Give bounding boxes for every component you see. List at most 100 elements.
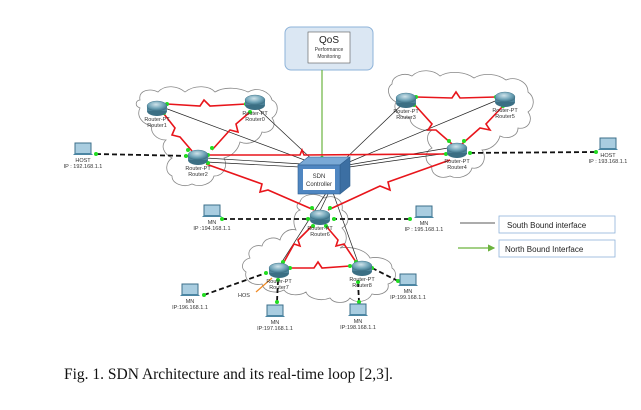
laptop-icon-base [414,216,434,218]
host-role-label: MN [354,319,363,325]
laptop-icon [599,137,617,150]
router-type-label: Router-PT [349,277,375,283]
router-icon-top [309,209,331,221]
router-type-label: Router-PT [444,159,470,165]
qos-title: QoS [319,35,339,46]
controller-label-panel [303,169,335,190]
link-r1-r2 [163,113,193,152]
qos-line2: Monitoring [317,54,341,60]
host-role-label: MN [208,220,217,226]
link-r2-r4 [208,147,447,156]
host-ip-label: IP:199.168.1.1 [390,295,426,301]
host-ip-label: IP:197.168.1.1 [257,326,293,332]
host-role-label: HOST [600,153,616,159]
legend-north-label: North Bound Interface [505,245,584,254]
link-r2-r6 [205,163,315,211]
sb-link-r4a [341,147,449,167]
host-ip-label: IP : 195.168.1.1 [405,227,444,233]
router-name-label: Router0 [245,117,265,123]
link-r7-r8 [290,260,351,269]
laptop-icon [181,283,199,296]
controller-line2: Controller [306,182,332,188]
sdn-architecture-diagram: QoS Performance Monitoring [64,26,628,332]
router-icon-top [187,149,209,161]
laptop-icon [415,205,433,218]
router-icon-top [494,91,516,103]
sb-link-r4b [341,152,449,169]
link-mn-197 [276,279,279,303]
router-name-label: Router7 [269,285,289,291]
router-icon-top [446,142,468,154]
link-r3-r5 [415,90,497,99]
link-r5-r4 [461,105,504,145]
controller-line1: SDN [313,174,326,180]
hos-link [255,277,273,293]
sb-link-r7 [277,189,329,269]
link-r3-r4 [413,103,453,145]
laptop-icon-base [348,314,368,316]
router-name-label: Router4 [447,165,467,171]
legend: South Bound interface North Bound Interf… [458,215,616,258]
laptop-icon-base [202,215,222,217]
serial-links [163,90,504,269]
cloud-left [135,86,278,186]
host-role-label: MN [404,289,413,295]
host-ip-label: IP:198.168.1.1 [340,325,376,331]
router-name-label: Router3 [396,115,416,121]
laptop-icon [74,142,92,155]
router-type-label: Router-PT [393,109,419,115]
router-icon-top [244,94,266,106]
legend-north-box [498,239,616,258]
link-r6-r8 [325,225,357,263]
router-type-label: Router-PT [492,108,518,114]
qos-inner-box [307,31,351,64]
laptop-icon [399,273,417,286]
sdn-controller: SDN Controller [297,156,351,195]
router-type-label: Router-PT [242,111,268,117]
laptop-icon-base [398,284,418,286]
laptop-icon [266,304,284,317]
host-role-label: MN [420,221,429,227]
router-icon-top [268,262,290,274]
router-icon-top [395,92,417,104]
laptop-icon-base [265,315,285,317]
router-icon-top [351,260,373,272]
sb-link-r3 [341,96,411,163]
router-icon-top [146,100,168,112]
laptop-icon [349,303,367,316]
link-mn-198 [357,281,360,303]
link-host-right [461,151,597,154]
routers: Router-PTRouter1Router-PTRouter0Router-P… [144,91,518,291]
host-role-label: HOST [75,158,91,164]
router-name-label: Router2 [188,172,208,178]
figure-caption: Fig. 1. SDN Architecture and its real-ti… [64,366,393,383]
laptop-icon [203,204,221,217]
host-ip-label: IP : 193.168.1.1 [589,159,628,165]
host-ip-label: IP :194.168.1.1 [193,226,230,232]
host-role-label: MN [186,299,195,305]
router-name-label: Router1 [147,123,167,129]
router-type-label: Router-PT [144,117,170,123]
router-name-label: Router5 [495,114,515,120]
router-name-label: Router6 [310,232,330,238]
laptop-icon-base [180,294,200,296]
hos-label: HOS [238,293,250,299]
qos-module: QoS Performance Monitoring [284,26,374,71]
link-mn-196 [203,272,267,296]
link-r0-r2 [211,111,251,151]
link-r4-r6 [327,159,451,211]
sb-link-r8 [331,189,361,269]
